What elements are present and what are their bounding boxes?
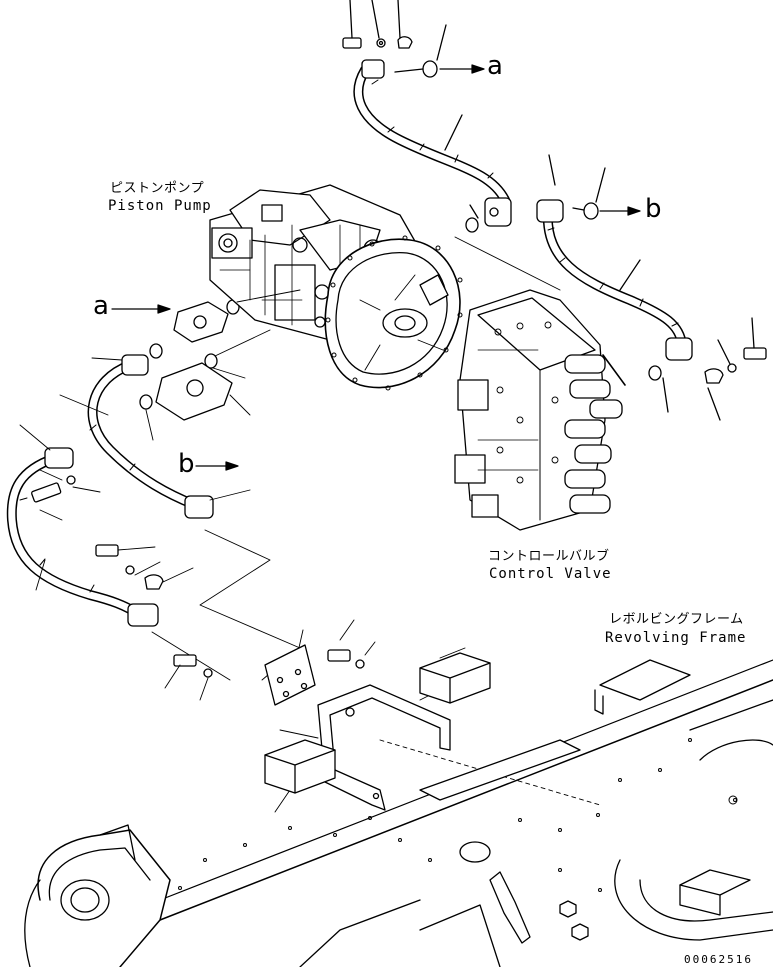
reference-mark-a-top: a <box>487 51 503 81</box>
right-hose-b <box>536 199 693 361</box>
reference-mark-a-left: a <box>93 291 109 321</box>
revolving-frame-label-en: Revolving Frame <box>605 630 747 646</box>
reference-mark-b-left: b <box>178 449 195 479</box>
revolving-frame-label-jp: レボルビングフレーム <box>609 612 744 627</box>
arrows <box>111 64 641 471</box>
top-fasteners <box>342 0 413 49</box>
bracket-parts <box>264 644 491 811</box>
upper-hose-a <box>353 59 512 227</box>
piston-pump <box>209 184 463 391</box>
left-fasteners <box>31 475 365 678</box>
left-hoses <box>6 354 214 627</box>
adapter-blocks <box>155 301 233 421</box>
reference-mark-b-right: b <box>645 194 662 224</box>
left-leaders <box>19 357 466 813</box>
o-rings <box>139 24 662 410</box>
revolving-frame <box>24 659 773 967</box>
piston-pump-label-en: Piston Pump <box>108 198 212 214</box>
right-fasteners <box>662 317 767 421</box>
control-valve-label-en: Control Valve <box>489 566 612 582</box>
piston-pump-label-jp: ピストンポンプ <box>110 181 205 196</box>
control-valve <box>454 289 626 531</box>
drawing-number: 00062516 <box>684 953 753 966</box>
control-valve-label-jp: コントロールバルブ <box>488 549 610 564</box>
